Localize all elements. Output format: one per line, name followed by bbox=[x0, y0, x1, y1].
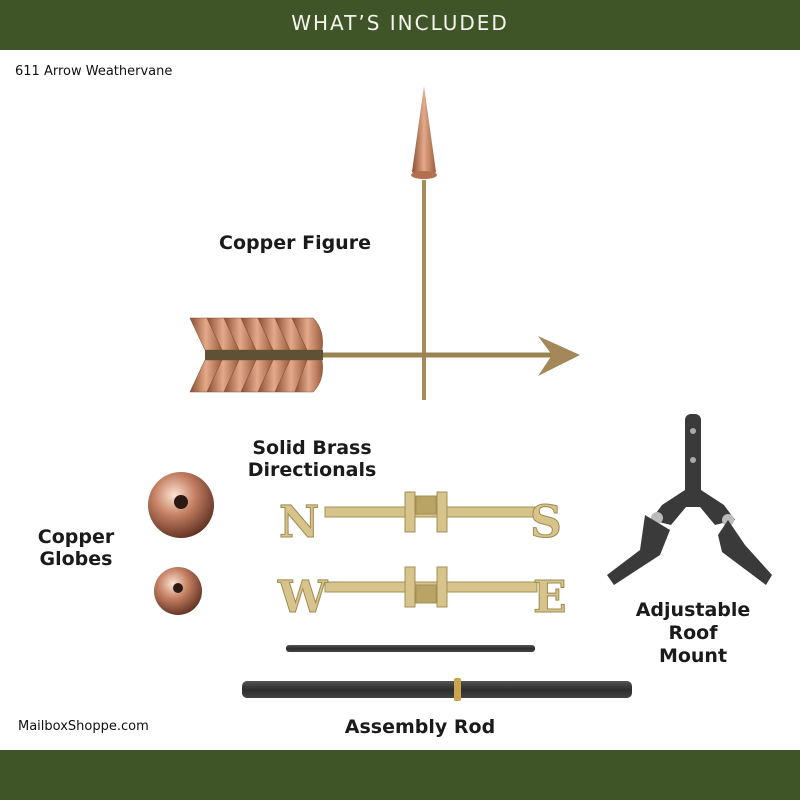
brass-directionals bbox=[324, 491, 538, 608]
assembly-rod-label: Assembly Rod bbox=[344, 716, 496, 738]
product-name: 611 Arrow Weathervane bbox=[15, 64, 173, 79]
copper-figure bbox=[189, 86, 580, 400]
assembly-rod bbox=[242, 645, 632, 701]
roof-mount bbox=[607, 414, 772, 585]
letter-w: W bbox=[277, 572, 328, 623]
copper-globes-label: Copper Globes bbox=[37, 526, 115, 570]
copper-figure-label: Copper Figure bbox=[219, 232, 371, 254]
header-banner: WHAT’S INCLUDED bbox=[0, 0, 800, 50]
brass-directionals-label: Solid Brass Directionals bbox=[247, 437, 377, 481]
letter-n: N bbox=[279, 497, 319, 548]
watermark: MailboxShoppe.com bbox=[18, 719, 149, 734]
roof-mount-label: Adjustable Roof Mount bbox=[635, 599, 751, 667]
header-title: WHAT’S INCLUDED bbox=[291, 11, 509, 35]
footer-banner bbox=[0, 750, 800, 800]
letter-s: S bbox=[530, 497, 562, 548]
copper-globes bbox=[148, 472, 214, 615]
letter-e: E bbox=[533, 572, 567, 623]
